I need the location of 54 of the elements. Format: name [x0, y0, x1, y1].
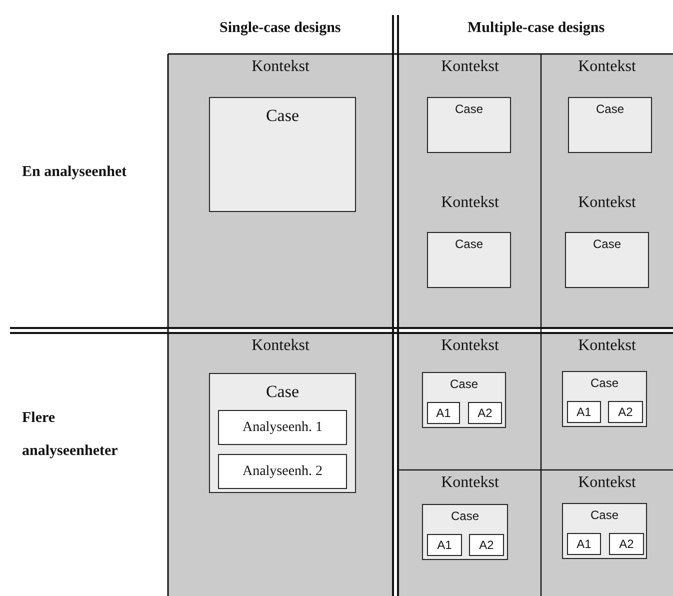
- row-header: En analyseenhet: [22, 163, 128, 182]
- context-label: Kontekst: [252, 58, 310, 76]
- row-header: Flere analyseenheter: [22, 409, 119, 461]
- context-panel: [541, 471, 673, 596]
- context-label: Kontekst: [578, 337, 636, 355]
- analysis-unit-box: A2: [469, 534, 504, 556]
- context-label: Kontekst: [578, 474, 636, 492]
- case-box: [209, 373, 356, 493]
- context-label: Kontekst: [578, 58, 636, 76]
- analysis-unit-box: A2: [468, 402, 502, 424]
- analysis-unit-box: A1: [567, 401, 601, 423]
- context-panel: [168, 55, 393, 328]
- analysis-unit-box: Analyseenh. 1: [218, 410, 347, 445]
- case-label: Case: [450, 377, 478, 391]
- case-box: [562, 371, 647, 427]
- analysis-unit-box: A1: [567, 533, 601, 555]
- context-label: Kontekst: [441, 337, 499, 355]
- context-panel: [399, 334, 541, 470]
- context-label: Kontekst: [441, 58, 499, 76]
- context-label: Kontekst: [252, 337, 310, 355]
- case-label: Case: [450, 509, 479, 523]
- context-panel: [399, 55, 541, 191]
- case-label: Case: [596, 102, 624, 116]
- case-label: Case: [592, 237, 621, 251]
- context-label: Kontekst: [441, 474, 499, 492]
- context-panel: [168, 334, 393, 596]
- analysis-unit-box: A2: [609, 533, 644, 555]
- context-label: Kontekst: [578, 194, 636, 212]
- case-label: Case: [454, 102, 483, 116]
- case-label: Case: [590, 376, 618, 390]
- case-box: [209, 97, 356, 212]
- case-box: [427, 232, 511, 288]
- context-panel: [399, 191, 541, 328]
- column-header: Multiple-case designs: [468, 20, 605, 37]
- case-label: Case: [266, 382, 300, 402]
- case-box: [562, 503, 647, 559]
- context-panel: [399, 471, 541, 596]
- context-panel: [541, 191, 673, 328]
- context-panel: [541, 55, 673, 191]
- context-label: Kontekst: [441, 194, 499, 212]
- case-label: Case: [590, 508, 618, 522]
- case-box: [568, 97, 652, 153]
- case-box: [422, 372, 506, 428]
- case-box: [427, 97, 511, 153]
- case-label: Case: [454, 237, 483, 251]
- analysis-unit-box: A1: [427, 534, 462, 556]
- context-panel: [541, 334, 673, 470]
- case-box: [565, 232, 649, 288]
- column-header: Single-case designs: [220, 20, 341, 37]
- analysis-unit-box: Analyseenh. 2: [218, 454, 347, 489]
- case-label: Case: [266, 106, 300, 126]
- analysis-unit-box: A1: [427, 402, 460, 424]
- case-box: [422, 504, 508, 560]
- analysis-unit-box: A2: [608, 401, 643, 423]
